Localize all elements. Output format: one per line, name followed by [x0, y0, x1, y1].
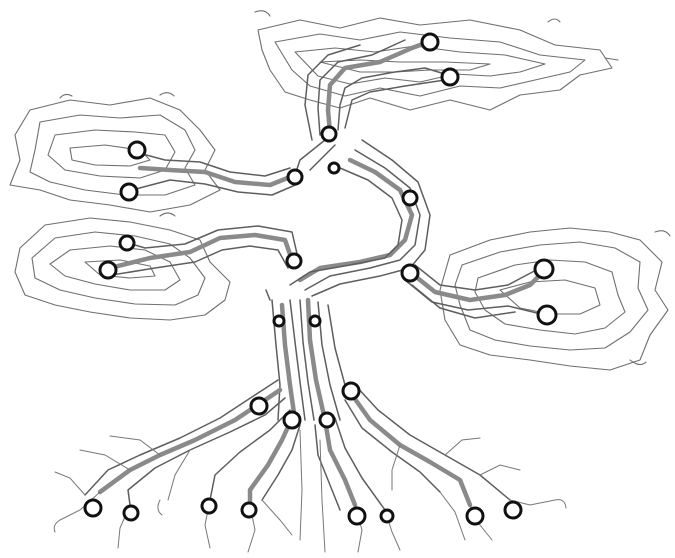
solder-pad: [286, 168, 304, 186]
solder-pad: [379, 508, 395, 524]
solder-pad: [420, 32, 440, 52]
solder-pad: [118, 234, 136, 252]
solder-pad: [318, 411, 336, 429]
solder-pad: [200, 497, 218, 515]
solder-pad: [341, 381, 361, 401]
solder-pad: [249, 396, 269, 416]
root-traces: [53, 379, 567, 553]
solder-pad: [285, 252, 303, 270]
solder-pad: [536, 304, 558, 326]
solder-pad: [440, 67, 460, 87]
solder-pad: [282, 410, 302, 430]
solder-pad: [272, 314, 286, 328]
solder-pad: [127, 140, 147, 160]
solder-pad: [119, 182, 139, 202]
solder-pad: [83, 498, 103, 518]
solder-pads: [83, 32, 558, 526]
solder-pad: [122, 504, 140, 522]
solder-pad: [400, 263, 420, 283]
solder-pad: [401, 189, 419, 207]
solder-pad: [465, 506, 485, 526]
solder-pad: [347, 506, 367, 526]
solder-pad: [533, 258, 555, 280]
foliage-top: [254, 10, 619, 111]
solder-pad: [503, 500, 523, 520]
solder-pad: [98, 260, 118, 280]
foliage-left-upper: [9, 92, 221, 213]
solder-pad: [308, 314, 322, 328]
solder-pad: [320, 125, 338, 143]
foliage-right: [439, 227, 671, 371]
trunk-traces: [107, 39, 548, 423]
solder-pad: [327, 161, 341, 175]
solder-pad: [240, 501, 258, 519]
